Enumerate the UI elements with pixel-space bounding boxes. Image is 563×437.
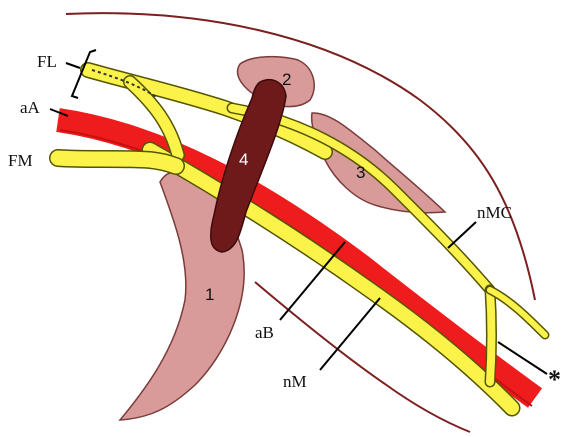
label-fl: FL <box>37 52 57 71</box>
label-aa: aA <box>20 98 41 117</box>
muscle-3 <box>312 113 445 213</box>
terminal-branch-fill <box>490 290 545 335</box>
nmc-leader <box>448 222 476 248</box>
number-2: 2 <box>282 70 291 89</box>
number-3: 3 <box>356 163 365 182</box>
number-4: 4 <box>239 150 248 169</box>
label-ab: aB <box>255 323 274 342</box>
fl-leader <box>66 63 80 68</box>
label-fm: FM <box>8 151 33 170</box>
label-nmc: nMC <box>477 203 512 222</box>
number-1: 1 <box>205 285 214 304</box>
lower-contour-line <box>255 282 470 432</box>
communicating-branch-fill <box>490 290 492 382</box>
label-asterisk: * <box>548 365 561 394</box>
medial-fascicle-fill <box>58 158 176 166</box>
label-nm: nM <box>283 372 307 391</box>
